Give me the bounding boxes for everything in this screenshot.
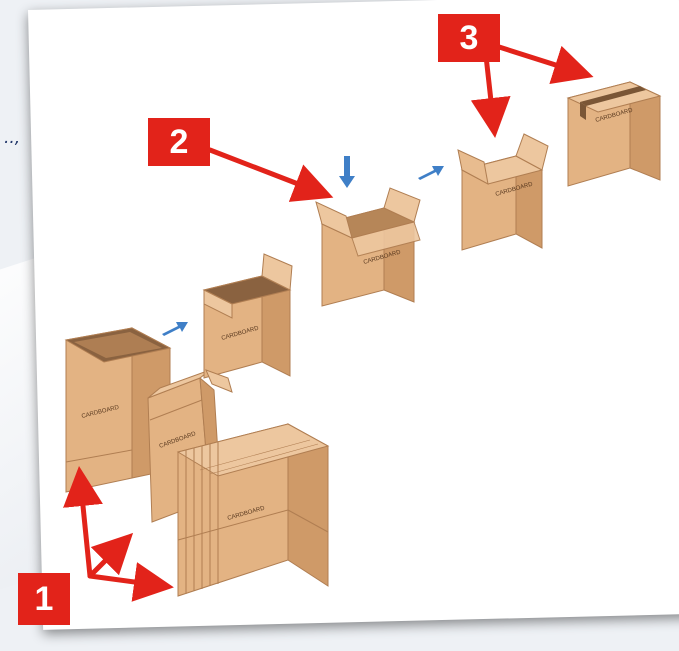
flow-arrows [162, 156, 444, 336]
flow-arrow-icon [162, 322, 188, 336]
side-text: .., [4, 128, 21, 148]
flat-blank-stack: CARDBOARD [176, 423, 330, 597]
erected-box: CARDBOARD [202, 253, 293, 393]
callout-badge-2: 2 [148, 118, 210, 166]
callout-badge-1: 1 [18, 573, 70, 625]
callout-badge-3: 3 [438, 14, 500, 62]
filling-box: CARDBOARD [315, 187, 421, 307]
down-arrow-icon [339, 156, 355, 188]
closing-box: CARDBOARD [457, 133, 549, 251]
callout-arrows [63, 43, 594, 602]
flow-arrow-icon [418, 166, 444, 180]
sealed-box: CARDBOARD [566, 81, 662, 187]
